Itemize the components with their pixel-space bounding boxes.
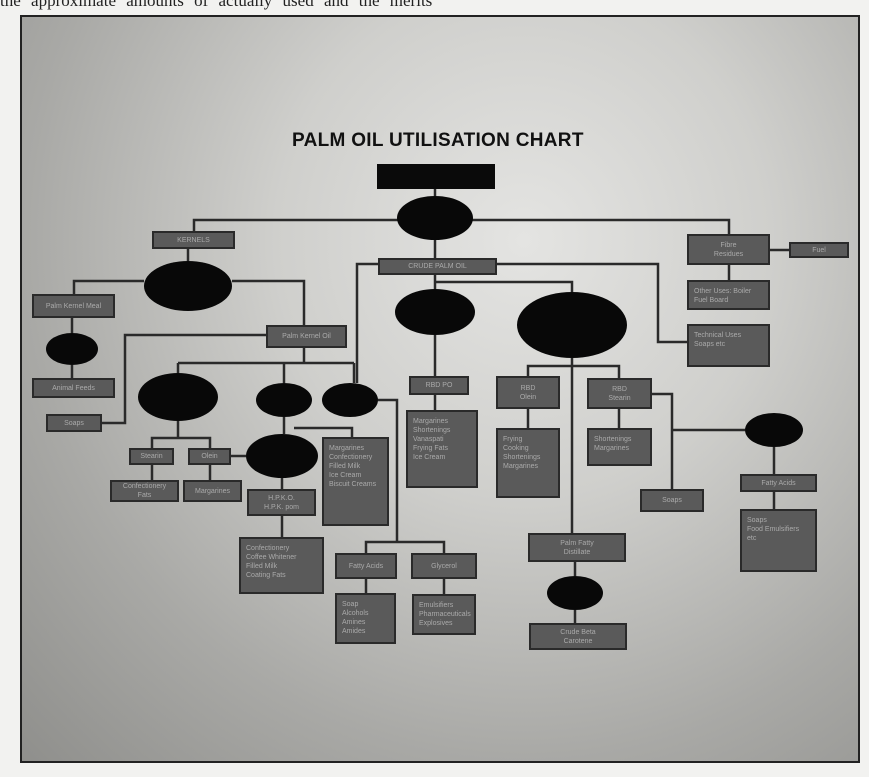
node-fatty-acids-right-uses: Soaps Food Emulsifiers etc <box>740 509 817 572</box>
node-fibre-residues: Fibre Residues <box>687 234 770 265</box>
node-rbd-olein-uses: Frying Cooking Shortenings Margarines <box>496 428 560 498</box>
chart-title: PALM OIL UTILISATION CHART <box>292 130 584 151</box>
node-rbd-olein: RBD Olein <box>496 376 560 409</box>
process-node-ellipse <box>138 373 218 421</box>
node-rbd-stearin-uses: Shortenings Margarines <box>587 428 652 466</box>
process-node-ellipse <box>397 196 473 240</box>
root-node-palm-fruit <box>377 164 495 189</box>
node-pko-uses: Margarines Confectionery Filled Milk Ice… <box>322 437 389 526</box>
node-hpko: H.P.K.O. H.P.K. pom <box>247 489 316 516</box>
node-fatty-acids-right: Fatty Acids <box>740 474 817 492</box>
process-node-ellipse <box>246 434 318 478</box>
node-rbd-po-uses: Margarines Shortenings Vanaspati Frying … <box>406 410 478 488</box>
node-fuel: Fuel <box>789 242 849 258</box>
process-node-ellipse <box>256 383 312 417</box>
node-palm-kernel-meal: Palm Kernel Meal <box>32 294 115 318</box>
connector-lines <box>70 189 789 623</box>
process-node-ellipse <box>547 576 603 610</box>
node-technical-uses: Technical Uses Soaps etc <box>687 324 770 367</box>
node-stearin: Stearin <box>129 448 174 465</box>
node-hpko-uses: Confectionery Coffee Whitener Filled Mil… <box>239 537 324 594</box>
node-palm-kernel-oil: Palm Kernel Oil <box>266 325 347 348</box>
chart-photo-frame: PALM OIL UTILISATION CHART KERNELS Palm … <box>20 15 860 763</box>
node-rbd-po: RBD PO <box>409 376 469 395</box>
node-fatty-acid-uses: Soap Alcohols Amines Amides <box>335 593 396 644</box>
node-crude-beta-carotene: Crude Beta Carotene <box>529 623 627 650</box>
node-fatty-acids: Fatty Acids <box>335 553 397 579</box>
process-node-ellipse <box>517 292 627 358</box>
node-animal-feeds: Animal Feeds <box>32 378 115 398</box>
node-kernels: KERNELS <box>152 231 235 249</box>
node-soaps: Soaps <box>46 414 102 432</box>
node-confectionery-fats: Confectionery Fats <box>110 480 179 502</box>
node-glycerol-uses: Emulsifiers Pharmaceuticals Explosives <box>412 594 476 635</box>
node-crude-palm-oil: CRUDE PALM OIL <box>378 258 497 275</box>
node-margarines: Margarines <box>183 480 242 502</box>
node-olein: Olein <box>188 448 231 465</box>
article-text-fragment: the approximate amounts of actually used… <box>0 0 433 10</box>
process-node-ellipse <box>322 383 378 417</box>
node-palm-fatty-distillate: Palm Fatty Distillate <box>528 533 626 562</box>
process-node-ellipse <box>395 289 475 335</box>
process-node-ellipse <box>46 333 98 365</box>
process-node-ellipse <box>144 261 232 311</box>
node-fibre-uses: Other Uses: Boiler Fuel Board <box>687 280 770 310</box>
node-rbd-stearin: RBD Stearin <box>587 378 652 409</box>
node-glycerol: Glycerol <box>411 553 477 579</box>
node-soaps-mid: Soaps <box>640 489 704 512</box>
process-node-ellipse <box>745 413 803 447</box>
